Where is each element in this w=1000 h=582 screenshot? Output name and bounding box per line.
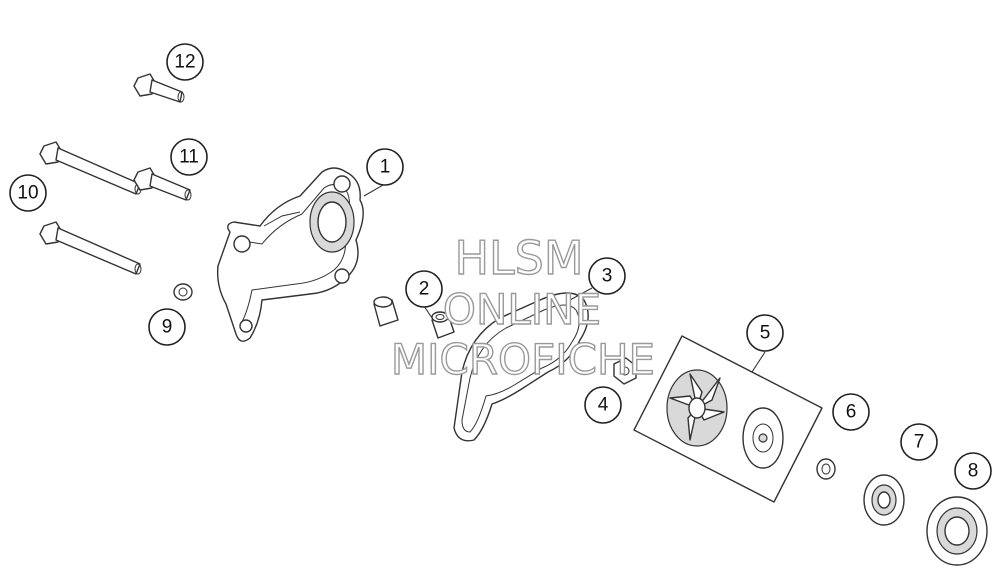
callout-label-6: 6 — [846, 402, 857, 423]
water-pump-cover-1[interactable] — [216, 167, 364, 342]
callout-6[interactable]: 6 — [832, 393, 870, 431]
callout-11[interactable]: 11 — [170, 138, 208, 176]
callout-3[interactable]: 3 — [588, 257, 626, 295]
callout-12[interactable]: 12 — [166, 43, 204, 81]
seal-ring-8[interactable] — [926, 496, 988, 566]
gasket-3[interactable] — [453, 292, 589, 442]
impeller-shaft-disc[interactable] — [742, 407, 784, 469]
callout-1[interactable]: 1 — [366, 148, 404, 186]
callout-label-1: 1 — [380, 157, 391, 178]
callout-label-10: 10 — [17, 183, 38, 204]
callout-2[interactable]: 2 — [405, 270, 443, 308]
bolt-11[interactable] — [133, 167, 192, 201]
dowel-sleeve-2a[interactable] — [373, 296, 399, 327]
callout-5[interactable]: 5 — [746, 314, 784, 352]
callout-label-7: 7 — [914, 432, 925, 453]
impeller[interactable] — [666, 369, 728, 447]
callout-label-9: 9 — [162, 317, 173, 338]
bolt-10-lower[interactable] — [39, 221, 142, 275]
watermark-line3: MICROFICHE — [391, 335, 655, 384]
callout-8[interactable]: 8 — [954, 452, 992, 490]
impeller-kit-5[interactable] — [633, 335, 823, 503]
watermark-line2: ONLINE — [443, 285, 601, 334]
nut-4[interactable] — [613, 357, 637, 385]
bolt-10-upper[interactable] — [39, 141, 142, 195]
dowel-sleeve-2b[interactable] — [431, 311, 455, 339]
callout-label-8: 8 — [968, 461, 979, 482]
callout-label-12: 12 — [174, 52, 195, 73]
watermark-line1: HLSM — [454, 231, 583, 285]
callout-label-3: 3 — [602, 266, 613, 287]
watermark: HLSM ONLINE MICROFICHE — [390, 230, 656, 384]
bearing-7[interactable] — [863, 474, 905, 526]
callout-10[interactable]: 10 — [9, 174, 47, 212]
callout-9[interactable]: 9 — [148, 308, 186, 346]
leader-lines — [363, 184, 766, 373]
washer-9[interactable] — [173, 283, 193, 301]
callout-7[interactable]: 7 — [900, 423, 938, 461]
callout-label-11: 11 — [179, 147, 199, 168]
washer-6[interactable] — [816, 458, 836, 480]
callout-label-2: 2 — [419, 279, 430, 300]
callout-label-5: 5 — [760, 323, 771, 344]
callout-label-4: 4 — [598, 395, 609, 416]
callout-4[interactable]: 4 — [584, 386, 622, 424]
bolt-12[interactable] — [133, 73, 185, 103]
